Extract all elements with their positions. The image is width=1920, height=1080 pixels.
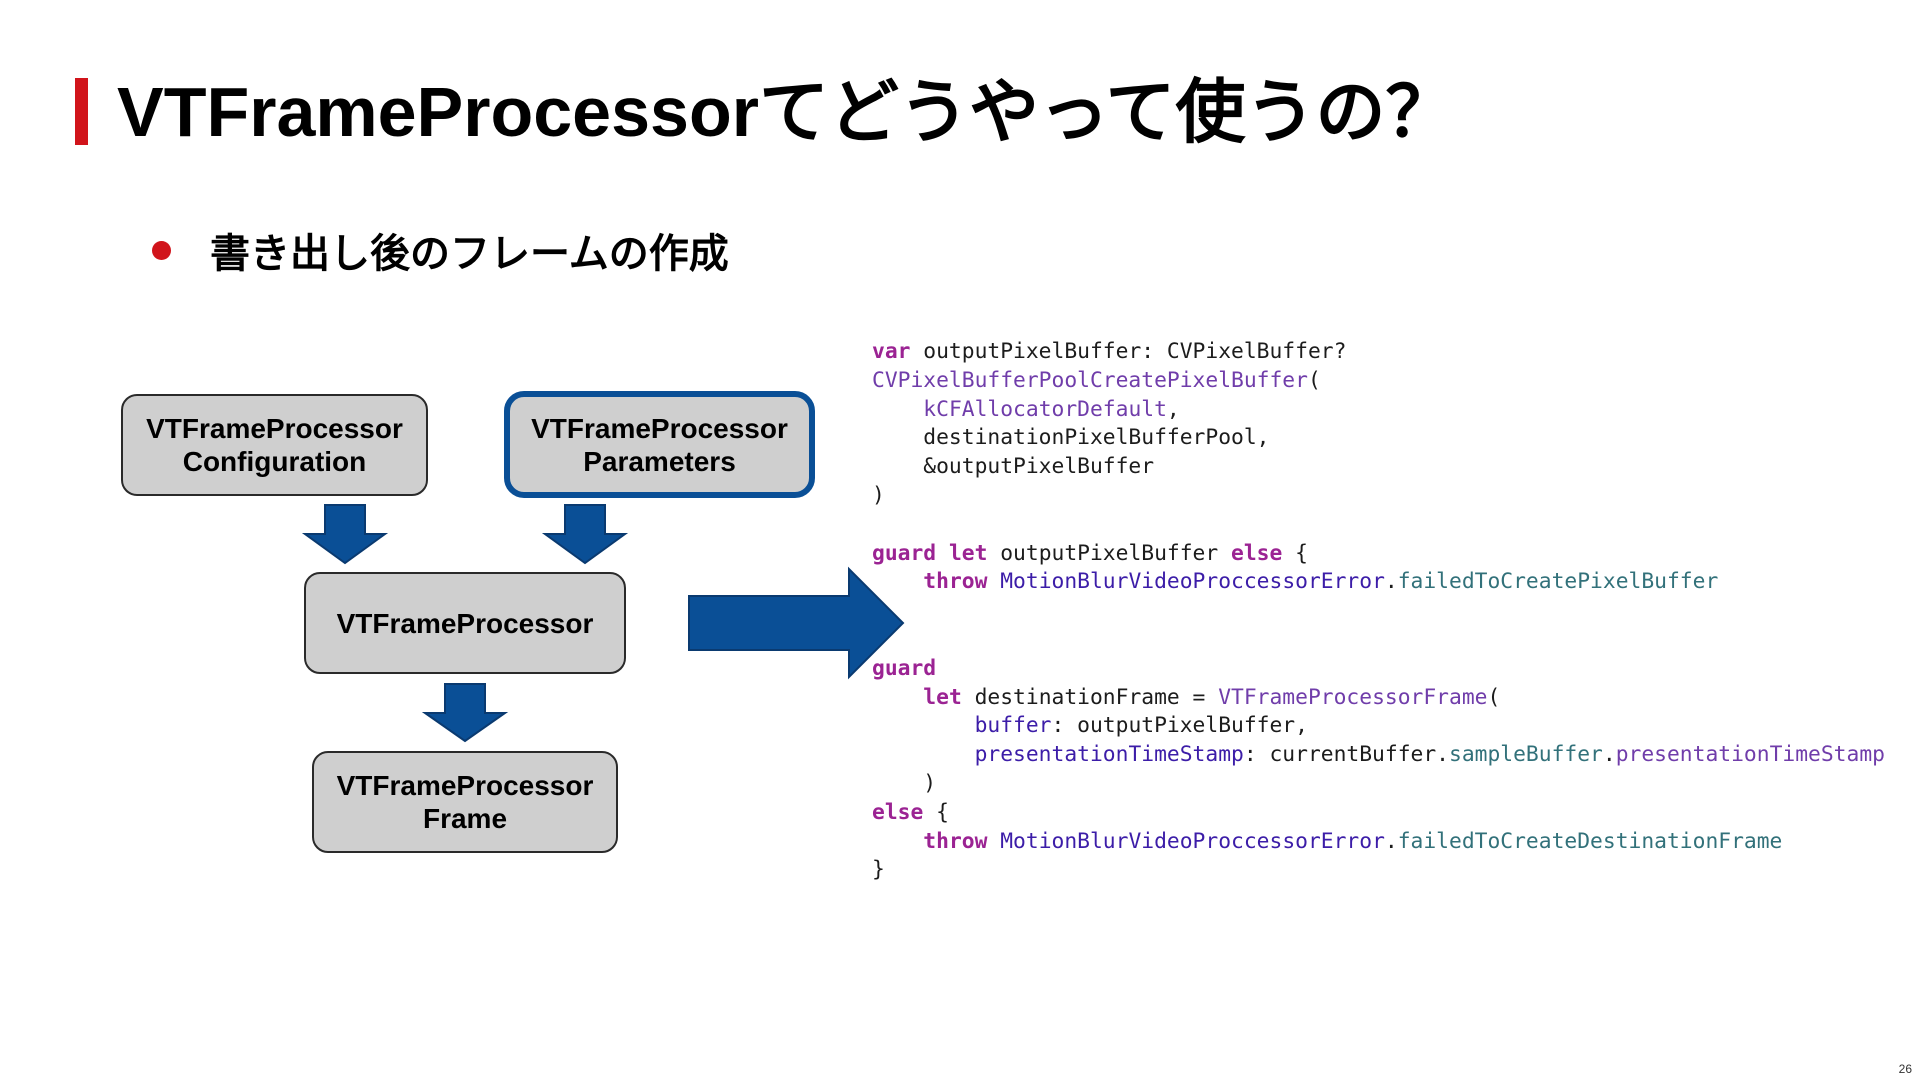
code-line: guard: [872, 655, 1885, 684]
code-token: (: [1487, 684, 1501, 710]
bullet-text: 書き出し後のフレームの作成: [210, 231, 729, 277]
code-token: destinationPixelBufferPool,: [872, 425, 1270, 451]
arrow-down-icon: [301, 504, 389, 565]
code-token: [872, 397, 923, 422]
code-token: : currentBuffer.: [1243, 742, 1449, 768]
slide-title: VTFrameProcessorてどうやって使うの？: [117, 73, 1456, 151]
code-line: [872, 597, 1885, 626]
box-frame-processor: VTFrameProcessor: [304, 572, 626, 674]
box-parameters-line1: VTFrameProcessor: [531, 412, 788, 444]
code-token: .: [1384, 569, 1398, 595]
code-line: buffer: outputPixelBuffer,: [872, 712, 1885, 741]
code-token: sampleBuffer: [1449, 742, 1603, 768]
code-token: [872, 685, 923, 710]
code-line: [872, 626, 1885, 655]
box-parameters-line2: Parameters: [583, 445, 736, 477]
code-token: var: [872, 339, 911, 364]
code-token: let: [948, 540, 988, 566]
code-token: VTFrameProcessorFrame: [1218, 684, 1488, 710]
code-token: [987, 569, 1000, 594]
code-token: let: [923, 684, 962, 710]
code-token: .: [1384, 828, 1398, 854]
arrow-right-icon: [688, 566, 905, 680]
code-line: else {: [872, 799, 1885, 828]
code-token: throw: [923, 569, 988, 595]
code-line: destinationPixelBufferPool,: [872, 424, 1885, 453]
code-token: presentationTimeStamp: [1615, 742, 1885, 768]
box-frame: VTFrameProcessor Frame: [312, 751, 618, 853]
code-line: presentationTimeStamp: currentBuffer.sam…: [872, 741, 1885, 770]
box-frame-line2: Frame: [422, 803, 508, 834]
code-token: MotionBlurVideoProccessorError: [1000, 569, 1385, 595]
arrow-down-icon: [541, 504, 629, 565]
code-token: throw: [923, 828, 988, 854]
code-token: guard: [872, 655, 937, 681]
code-line: }: [872, 856, 1885, 885]
code-line: throw MotionBlurVideoProccessorError.fai…: [872, 568, 1885, 597]
code-token: ): [872, 770, 937, 796]
code-token: : outputPixelBuffer,: [1051, 713, 1308, 739]
code-token: {: [923, 799, 949, 825]
code-line: &outputPixelBuffer: [872, 453, 1885, 482]
code-token: failedToCreatePixelBuffer: [1397, 569, 1719, 595]
box-configuration: VTFrameProcessor Configuration: [121, 394, 428, 496]
code-token: ): [872, 482, 885, 508]
arrow-down-icon: [421, 683, 509, 743]
code-token: {: [1282, 540, 1308, 566]
code-line: let destinationFrame = VTFrameProcessorF…: [872, 684, 1885, 713]
code-token: guard: [872, 540, 937, 566]
code-line: guard let outputPixelBuffer else {: [872, 540, 1885, 569]
code-line: throw MotionBlurVideoProccessorError.fai…: [872, 828, 1885, 857]
code-token: MotionBlurVideoProccessorError: [1000, 828, 1385, 854]
box-frame-processor-line1: VTFrameProcessor: [336, 607, 594, 639]
code-token: presentationTimeStamp: [974, 742, 1244, 768]
code-token: outputPixelBuffer: [987, 540, 1232, 566]
code-token: buffer: [974, 713, 1052, 739]
code-token: failedToCreateDestinationFrame: [1397, 828, 1783, 854]
code-line: [872, 511, 1885, 540]
title-accent-bar: [75, 78, 88, 145]
code-token: else: [1231, 540, 1283, 566]
code-line: CVPixelBufferPoolCreatePixelBuffer(: [872, 367, 1885, 396]
box-frame-line1: VTFrameProcessor: [336, 770, 594, 801]
code-token: [936, 541, 949, 566]
bullet-item: 書き出し後のフレームの作成: [152, 222, 729, 278]
code-token: else: [872, 799, 924, 825]
code-line: ): [872, 482, 1885, 511]
code-line: var outputPixelBuffer: CVPixelBuffer?: [872, 338, 1885, 367]
code-token: [872, 742, 975, 767]
bullet-dot-icon: [152, 240, 171, 260]
code-block: var outputPixelBuffer: CVPixelBuffer?CVP…: [872, 338, 1885, 885]
code-token: [872, 829, 923, 854]
code-line: kCFAllocatorDefault,: [872, 396, 1885, 425]
code-line: ): [872, 770, 1885, 799]
code-token: kCFAllocatorDefault: [923, 396, 1167, 422]
code-token: ,: [1166, 396, 1180, 422]
code-token: [872, 713, 975, 738]
code-token: .: [1602, 742, 1616, 768]
page-number: 26: [1898, 1062, 1912, 1076]
code-token: CVPixelBufferPoolCreatePixelBuffer: [872, 367, 1308, 393]
code-token: [987, 829, 1000, 854]
code-token: &outputPixelBuffer: [872, 454, 1155, 480]
code-token: [872, 569, 923, 594]
code-token: }: [872, 857, 885, 883]
box-parameters: VTFrameProcessor Parameters: [504, 391, 815, 498]
code-token: destinationFrame =: [961, 684, 1219, 710]
code-token: (: [1307, 367, 1321, 393]
code-token: outputPixelBuffer: CVPixelBuffer?: [910, 339, 1347, 364]
box-configuration-line1: VTFrameProcessor: [146, 413, 403, 444]
box-configuration-line2: Configuration: [182, 446, 367, 477]
